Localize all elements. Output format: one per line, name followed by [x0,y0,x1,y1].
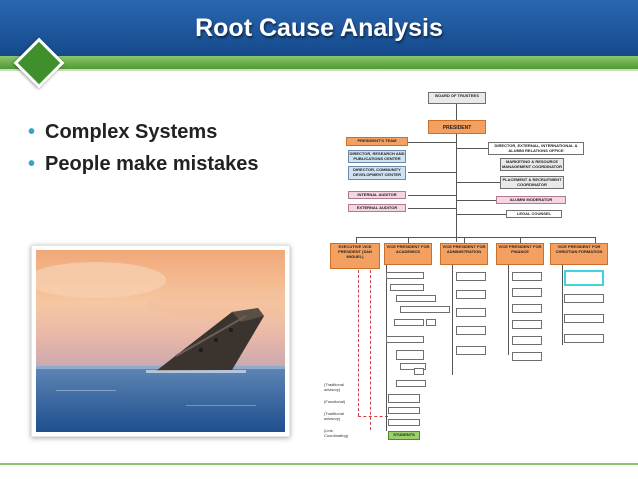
org-vice-president: EXECUTIVE VICE PRESIDENT (SAN MIGUEL) [330,243,380,269]
org-connector [457,214,506,215]
bullet-list: •Complex Systems •People make mistakes [28,116,258,180]
org-connector [457,182,500,183]
org-dashed-line [370,270,371,430]
org-connector [408,237,409,243]
org-connector [595,237,596,243]
footer-line [0,463,638,465]
org-sub-unit [512,352,542,361]
org-legend: (Traditional advisory) (Functional) (Tra… [324,382,349,438]
org-presidents-team: PRESIDENT'S TEAM [346,137,408,146]
sinking-ship-image [36,250,285,432]
org-connector [408,142,456,143]
org-sub-unit [388,394,420,403]
org-sub-unit [512,304,542,313]
org-sub-unit [456,272,486,281]
org-sub-unit [388,419,420,426]
org-chart: BOARD OF TRUSTEES PRESIDENT PRESIDENT'S … [324,92,624,452]
org-right-office: PLACEMENT & RECRUITMENT COORDINATOR [500,176,564,189]
org-sub-unit [456,326,486,335]
org-right-office: MARKETING & RESOURCE MANAGEMENT COORDINA… [500,158,564,171]
org-sub-unit [456,346,486,355]
org-sub-unit [394,319,424,326]
org-dashed-line [358,270,359,416]
bullet-dot-icon: • [28,153,36,175]
org-sub-unit [396,380,426,387]
org-right-office: DIRECTOR, EXTERNAL, INTERNATIONAL & ALUM… [488,142,584,155]
org-left-office: DIRECTOR, COMMUNITY DEVELOPMENT CENTER [348,166,406,180]
org-sub-unit [386,336,424,343]
org-sub-unit [564,270,604,286]
org-connector [456,134,457,242]
bullet-dot-icon: • [28,121,36,143]
org-connector [408,172,456,173]
green-divider [0,69,638,71]
org-sub-unit [386,272,424,279]
org-connector [452,265,453,375]
org-president: PRESIDENT [428,120,486,134]
org-vice-president: VICE PRESIDENT FOR FINANCE [496,243,544,265]
org-left-office: EXTERNAL AUDITOR [348,204,406,212]
org-sub-unit [414,368,424,375]
org-connector [356,237,357,243]
org-sub-unit [426,319,436,326]
org-sub-unit [512,336,542,345]
org-sub-unit [564,294,604,303]
slide-title: Root Cause Analysis [195,14,443,42]
org-sub-unit [512,288,542,297]
org-connector [408,208,456,209]
org-left-office: INTERNAL AUDITOR [348,191,406,199]
org-sub-unit [512,272,542,281]
org-sub-unit [396,295,436,302]
org-connector [508,265,509,355]
bullet-item: •People make mistakes [28,153,259,175]
org-right-office: LEGAL COUNSEL [506,210,562,218]
org-connector [456,104,457,120]
org-sub-unit [564,334,604,343]
org-sub-unit [400,363,426,370]
org-vice-president: VICE PRESIDENT FOR ADMINISTRATION [440,243,488,265]
org-sub-unit [512,320,542,329]
org-sub-unit [400,306,450,313]
org-sub-unit [456,308,486,317]
org-connector [457,148,488,149]
org-right-office: ALUMNI MODERATOR [496,196,566,204]
green-band [0,56,638,69]
org-sub-unit [390,284,424,291]
org-sub-unit [396,350,424,360]
org-connector [562,265,563,345]
org-vice-president: VICE PRESIDENT FOR CHRISTIAN FORMATION [550,243,608,265]
org-connector [408,195,456,196]
org-students: STUDENTS [388,431,420,440]
org-board-of-trustees: BOARD OF TRUSTEES [428,92,486,104]
org-connector [464,237,465,243]
org-vice-president: VICE PRESIDENT FOR ACADEMICS [384,243,432,265]
org-left-office: DIRECTOR, RESEARCH AND PUBLICATIONS CENT… [348,150,406,163]
org-connector [356,237,596,238]
org-dashed-line [358,416,388,417]
org-connector [457,200,496,201]
org-connector [520,237,521,243]
sinking-ship-photo [31,245,290,437]
bullet-item: •Complex Systems [28,121,218,143]
org-sub-unit [456,290,486,299]
org-connector [386,265,387,431]
org-sub-unit [388,407,420,414]
org-sub-unit [564,314,604,323]
title-bar: Root Cause Analysis [0,0,638,56]
